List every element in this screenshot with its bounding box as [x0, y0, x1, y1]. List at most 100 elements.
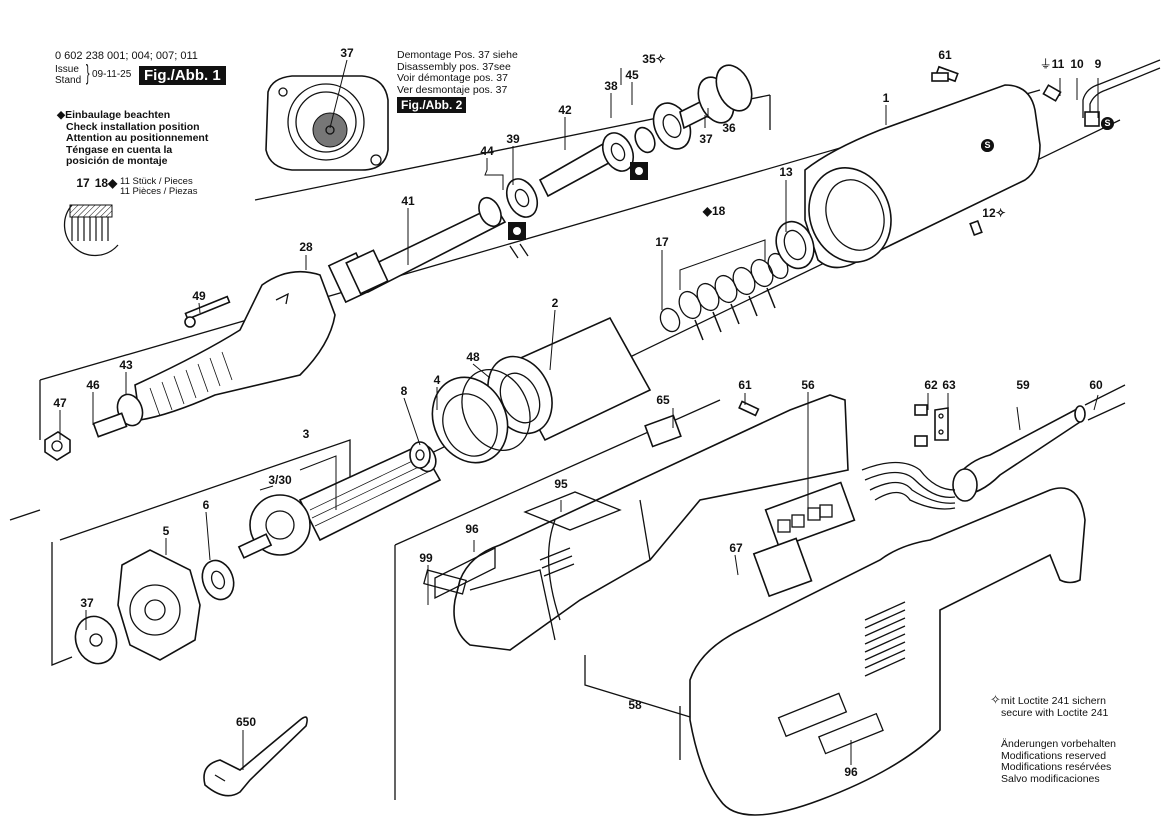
part-label-45: 45 [625, 68, 639, 82]
figure-1-badge: Fig./Abb. 1 [139, 66, 226, 85]
part-label-6: 6 [202, 498, 210, 512]
install-line-en: Check installation position [66, 120, 200, 133]
pieces-line-2: 11 Pièces / Piezas [120, 186, 198, 197]
part-label-95: 95 [554, 477, 568, 491]
part-label-60: 60 [1089, 378, 1103, 392]
part-label-96-bottom: 96 [844, 765, 858, 779]
part-label-44: 44 [480, 144, 494, 158]
part-label-65: 65 [656, 393, 670, 407]
issue-stand-label: Issue Stand [55, 64, 81, 86]
modif-line-es: Salvo modificaciones [1001, 772, 1100, 785]
part-label-38: 38 [604, 79, 618, 93]
part-label-4: 4 [433, 373, 441, 387]
part-label-58: 58 [628, 698, 642, 712]
flange-fig2 [265, 75, 389, 171]
power-cable-59 [861, 384, 1126, 510]
wrench-650 [203, 716, 308, 797]
install-line-es-1: Téngase en cuenta la [66, 143, 173, 156]
service-badge-icon: S [981, 139, 994, 152]
part-label-46: 46 [86, 378, 100, 392]
figure-2-badge: Fig./Abb. 2 [397, 97, 467, 113]
service-badge-icon: S [1101, 117, 1114, 130]
loctite-star-icon: ✧ [655, 52, 666, 66]
motor-housing-1 [775, 65, 1041, 270]
disassembly-line-en: Disassembly pos. 37see [397, 60, 511, 73]
detail-circle-17-18 [63, 204, 119, 257]
part-label-37-bottom: 37 [80, 596, 94, 610]
part-label-10: 10 [1070, 57, 1084, 71]
part-label-11: ⏚11 [1039, 57, 1065, 71]
part-label-18: ◆18 [702, 204, 726, 218]
brush-holders-18 [678, 239, 789, 341]
loctite-star-icon: ✧ [990, 692, 1001, 707]
loctite-line-de: mit Loctite 241 sichern [1000, 695, 1106, 707]
label-plates [434, 491, 622, 600]
part-label-43: 43 [119, 358, 133, 372]
spindle-assembly [327, 64, 753, 304]
loctite-note: ✧mit Loctite 241 sichern secure with Loc… [990, 692, 1109, 719]
part-label-3: 3 [302, 427, 310, 441]
disassembly-note: Demontage Pos. 37 siehe Disassembly pos.… [397, 49, 518, 96]
part-label-650: 650 [235, 715, 257, 729]
part-label-42: 42 [558, 103, 572, 117]
end-shield-5 [74, 549, 235, 665]
loctite-star-icon: ✧ [995, 206, 1006, 220]
part-label-2: 2 [551, 296, 559, 310]
part-label-17: 17 [655, 235, 669, 249]
diamond-icon: ◆ [57, 109, 66, 121]
part-label-96-left: 96 [465, 522, 479, 536]
part-label-28: 28 [299, 240, 313, 254]
issue-label: Issue [55, 64, 79, 75]
gear-head-28 [44, 249, 389, 461]
disassembly-line-es: Ver desmontaje pos. 37 [397, 83, 508, 96]
part-label-1: 1 [882, 91, 890, 105]
part-label-48: 48 [466, 350, 480, 364]
brace-symbol: } [85, 60, 90, 85]
part-label-5: 5 [162, 524, 170, 538]
pieces-line-1: 11 Stück / Pieces [120, 176, 193, 187]
modif-line-fr: Modifications resérvées [1001, 761, 1112, 773]
part-label-49: 49 [192, 289, 206, 303]
field-coil-2 [409, 307, 681, 469]
modif-line-de: Änderungen vorbehalten [1001, 738, 1117, 750]
ground-icon: ⏚ [1039, 57, 1052, 71]
switch-56 [752, 481, 856, 598]
part-label-61-top: 61 [938, 48, 952, 62]
pieces-note: 11 Stück / Pieces 11 Pièces / Piezas [120, 177, 197, 197]
part-label-61-mid: 61 [738, 378, 752, 392]
part-label-35: 35✧ [642, 52, 666, 66]
install-line-de: Einbaulage beachten [65, 109, 171, 121]
modifications-note: Änderungen vorbehalten Modifications res… [1001, 738, 1117, 785]
part-label-56: 56 [801, 378, 815, 392]
part-label-9: 9 [1094, 57, 1102, 71]
install-line-es-2: posición de montaje [66, 155, 168, 167]
part-label-67: 67 [729, 541, 743, 555]
issue-date: 09-11-25 [92, 69, 132, 80]
part-label-99: 99 [419, 551, 433, 565]
disassembly-line-fr: Voir démontage pos. 37 [397, 72, 508, 84]
stand-label: Stand [55, 75, 82, 86]
screws [738, 72, 949, 417]
part-label-47: 47 [53, 396, 67, 410]
detail-label-17: 17 [76, 176, 90, 190]
housing-cover [689, 487, 1086, 816]
part-label-59: 59 [1016, 378, 1030, 392]
part-numbers: 0 602 238 001; 004; 007; 011 [55, 50, 198, 62]
part-label-37-fig2: 37 [340, 46, 354, 60]
install-position-note: ◆Einbaulage beachten Check installation … [57, 109, 209, 168]
part-label-37-shaft: 37 [699, 132, 713, 146]
loctite-line-en: secure with Loctite 241 [1001, 706, 1109, 719]
part-label-8: 8 [400, 384, 408, 398]
part-label-13: 13 [779, 165, 793, 179]
detail-label-18: 18◆ [94, 176, 118, 190]
part-label-41: 41 [401, 194, 415, 208]
modif-line-en: Modifications reserved [1001, 749, 1107, 762]
leader-lines [59, 59, 1099, 770]
part-label-3-30: 3/30 [268, 473, 292, 487]
disassembly-line-de: Demontage Pos. 37 siehe [397, 49, 518, 61]
part-label-63: 63 [942, 378, 956, 392]
install-line-fr: Attention au positionnement [66, 132, 209, 144]
part-label-36: 36 [722, 121, 736, 135]
part-label-39: 39 [506, 132, 520, 146]
